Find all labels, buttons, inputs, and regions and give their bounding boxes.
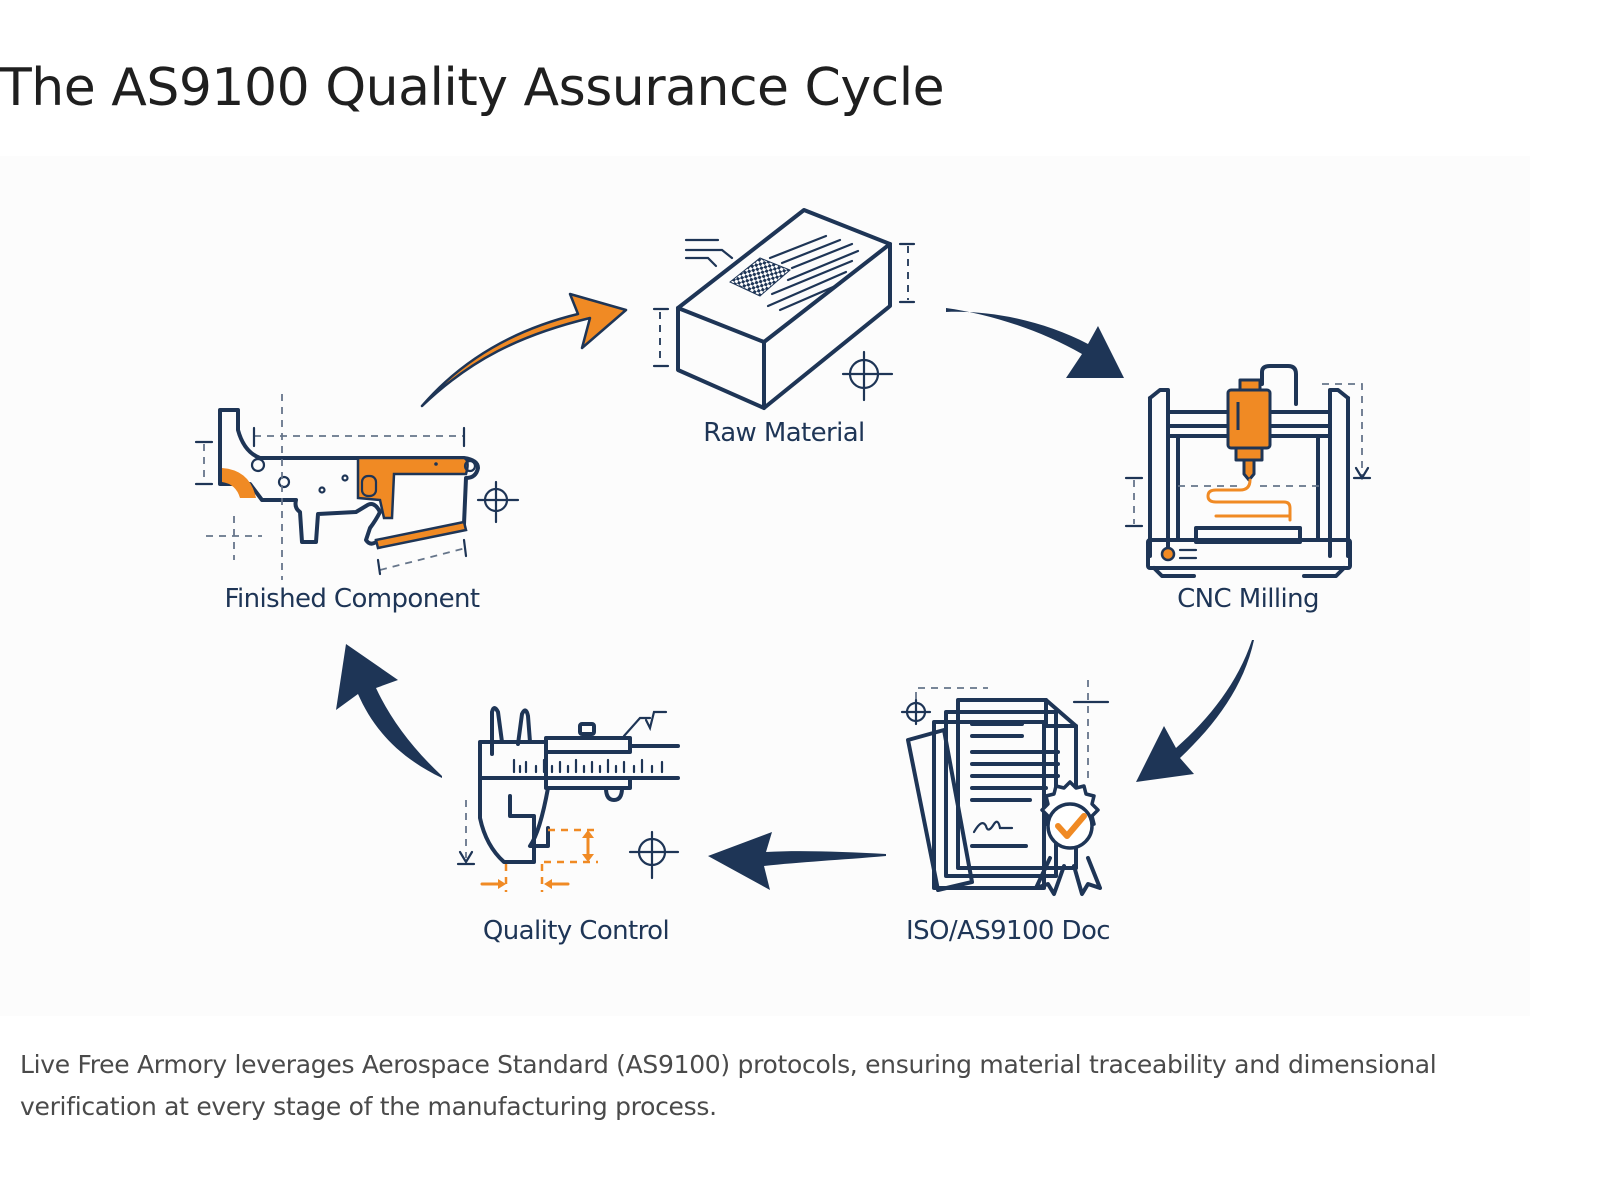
arrow-qc-to-finished (336, 644, 442, 778)
arrow-raw-to-cnc (946, 308, 1124, 378)
figure-caption: Live Free Armory leverages Aerospace Sta… (20, 1050, 1437, 1121)
stage-label-iso-doc: ISO/AS9100 Doc (906, 916, 1111, 946)
cnc-machine-icon (1124, 364, 1372, 578)
material-block-icon (652, 208, 916, 410)
stage-label-raw-material: Raw Material (703, 418, 865, 448)
stage-label-quality-control: Quality Control (482, 916, 670, 946)
stage-label-cnc-milling: CNC Milling (1177, 584, 1319, 614)
arrow-finished-to-raw (420, 292, 628, 408)
stage-label-finished-component: Finished Component (224, 584, 481, 614)
lower-receiver-icon (194, 394, 520, 580)
cycle-diagram-svg: .n { fill: none; stroke: #1e3556; stroke… (194, 208, 1372, 896)
arrow-doc-to-qc (708, 832, 886, 890)
qa-cycle-diagram: .n { fill: none; stroke: #1e3556; stroke… (0, 156, 1530, 1016)
caliper-icon (456, 706, 680, 892)
page-title: The AS9100 Quality Assurance Cycle (0, 58, 945, 118)
certificate-documents-icon (900, 680, 1110, 896)
arrow-cnc-to-doc (1136, 640, 1254, 782)
